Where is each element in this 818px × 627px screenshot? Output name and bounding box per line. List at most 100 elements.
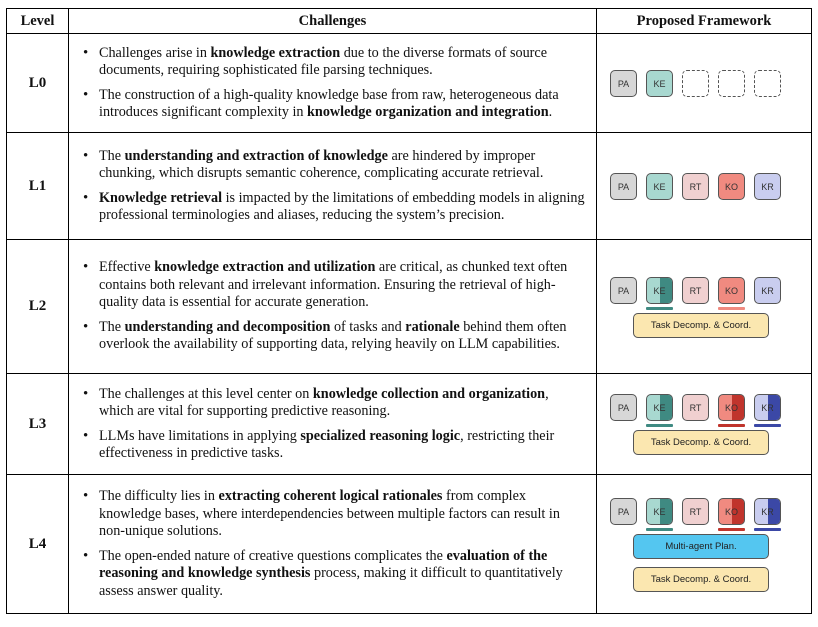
table-row: L0 Challenges arise in knowledge extract… — [6, 33, 812, 133]
table-row: L1 The understanding and extraction of k… — [6, 132, 812, 240]
framework-header: Proposed Framework — [596, 8, 812, 34]
module-underline — [754, 424, 781, 427]
module-rt: RT — [682, 277, 709, 304]
module-label: PA — [617, 78, 630, 89]
module-kr: KR — [754, 173, 781, 200]
module-label: PA — [617, 506, 630, 517]
text-run: The challenges at this level center on — [99, 385, 313, 402]
challenge-list: Effective knowledge extraction and utili… — [81, 259, 586, 354]
module-rt: RT — [682, 394, 709, 421]
challenges-table: Level Challenges Proposed Framework L0 C… — [6, 8, 812, 614]
module-ko: KO — [718, 394, 745, 421]
module-ke: KE — [646, 394, 673, 421]
table-row: L2 Effective knowledge extraction and ut… — [6, 239, 812, 374]
module-underline — [646, 528, 673, 531]
module-pa: PA — [610, 173, 637, 200]
challenges-cell: The challenges at this level center on k… — [68, 373, 597, 475]
module-label: KR — [761, 285, 774, 296]
bold-phrase: knowledge extraction — [210, 44, 341, 61]
module-label: KE — [653, 402, 666, 413]
module-kr: KR — [754, 394, 781, 421]
level-cell: L0 — [6, 33, 69, 133]
bold-phrase: understanding and decomposition — [124, 318, 331, 335]
module-label: KE — [653, 181, 666, 192]
module-underline — [718, 307, 745, 310]
bold-phrase: knowledge organization and integration — [307, 104, 549, 120]
module-label: RT — [689, 402, 702, 413]
module-underline — [646, 424, 673, 427]
module-accent — [767, 395, 780, 420]
module-ke: KE — [646, 70, 673, 97]
module-label: KO — [724, 402, 738, 413]
challenge-bullet: The challenges at this level center on k… — [81, 386, 586, 421]
module-rt: RT — [682, 173, 709, 200]
module-label: KO — [724, 181, 738, 192]
level-cell: L2 — [6, 239, 69, 374]
text-run: LLMs have limitations in applying — [99, 427, 301, 444]
module-ke: KE — [646, 277, 673, 304]
text-run: . — [548, 104, 553, 120]
module-ko: KO — [718, 498, 745, 525]
text-run: are critical, as chunked text often cont… — [99, 259, 568, 311]
framework-diagram: PA KE RT KO KR — [597, 133, 812, 239]
challenges-cell: The understanding and extraction of know… — [68, 132, 597, 240]
challenge-bullet: Challenges arise in knowledge extraction… — [81, 45, 586, 80]
text-run: is impacted by the limitations of embedd… — [99, 189, 585, 224]
module-rt: RT — [682, 498, 709, 525]
module-kr: KR — [754, 277, 781, 304]
text-run: , which are vital for supporting predict… — [99, 385, 549, 420]
module-label: KO — [724, 285, 738, 296]
task-decomp-bar: Task Decomp. & Coord. — [633, 430, 769, 455]
text-run: The — [99, 318, 125, 335]
text-run: The difficulty lies in — [99, 488, 219, 504]
text-run: The — [99, 147, 125, 164]
module-underline — [754, 528, 781, 531]
level-header: Level — [6, 8, 69, 34]
challenges-header: Challenges — [68, 8, 597, 34]
module-accent — [659, 395, 672, 420]
module-label: KR — [761, 402, 774, 413]
bold-phrase: knowledge extraction and utilization — [154, 259, 376, 276]
module-pa: PA — [610, 394, 637, 421]
module-pa: PA — [610, 277, 637, 304]
module-pa: PA — [610, 70, 637, 97]
challenge-bullet: Knowledge retrieval is impacted by the l… — [81, 190, 586, 225]
text-run: from complex knowledge bases, where inte… — [99, 488, 560, 539]
challenge-bullet: The construction of a high-quality knowl… — [81, 87, 586, 122]
text-run: Effective — [99, 259, 155, 276]
challenge-list: The difficulty lies in extracting cohere… — [81, 488, 586, 600]
task-decomp-bar: Task Decomp. & Coord. — [633, 567, 769, 592]
text-run: The construction of a high-quality knowl… — [99, 86, 559, 121]
module-ko: KO — [718, 277, 745, 304]
bold-phrase: specialized reasoning logic — [300, 427, 461, 444]
module-label: PA — [617, 181, 630, 192]
framework-cell: PA KE RT KO KR Task Decomp. & Coord. — [596, 373, 812, 475]
framework-cell: PA KE RT KO KR — [596, 132, 812, 240]
level-cell: L3 — [6, 373, 69, 475]
framework-diagram: PA KE RT KO KR Task Decomp. & Coord. — [597, 374, 812, 474]
text-run: behind them often overlook the availabil… — [99, 318, 567, 353]
text-run: due to the diverse formats of source doc… — [99, 44, 547, 79]
text-run: , restricting their effectiveness in pre… — [99, 427, 555, 462]
module-accent — [731, 395, 744, 420]
challenge-list: The understanding and extraction of know… — [81, 148, 586, 225]
module-label: RT — [689, 506, 702, 517]
module-accent — [659, 278, 672, 303]
challenge-list: The challenges at this level center on k… — [81, 386, 586, 463]
table-row: L4 The difficulty lies in extracting coh… — [6, 474, 812, 614]
challenge-bullet: LLMs have limitations in applying specia… — [81, 428, 586, 463]
table-row: L3 The challenges at this level center o… — [6, 373, 812, 475]
module-accent — [731, 499, 744, 524]
multi-agent-plan-bar: Multi-agent Plan. — [633, 534, 769, 559]
bold-phrase: extracting coherent logical rationales — [218, 488, 443, 504]
module-ke: KE — [646, 173, 673, 200]
text-run: of tasks and — [330, 318, 406, 335]
level-cell: L1 — [6, 132, 69, 240]
empty-module-slot — [754, 70, 781, 97]
module-kr: KR — [754, 498, 781, 525]
bold-phrase: knowledge collection and organization — [312, 385, 546, 402]
module-pa: PA — [610, 498, 637, 525]
module-label: KE — [653, 285, 666, 296]
